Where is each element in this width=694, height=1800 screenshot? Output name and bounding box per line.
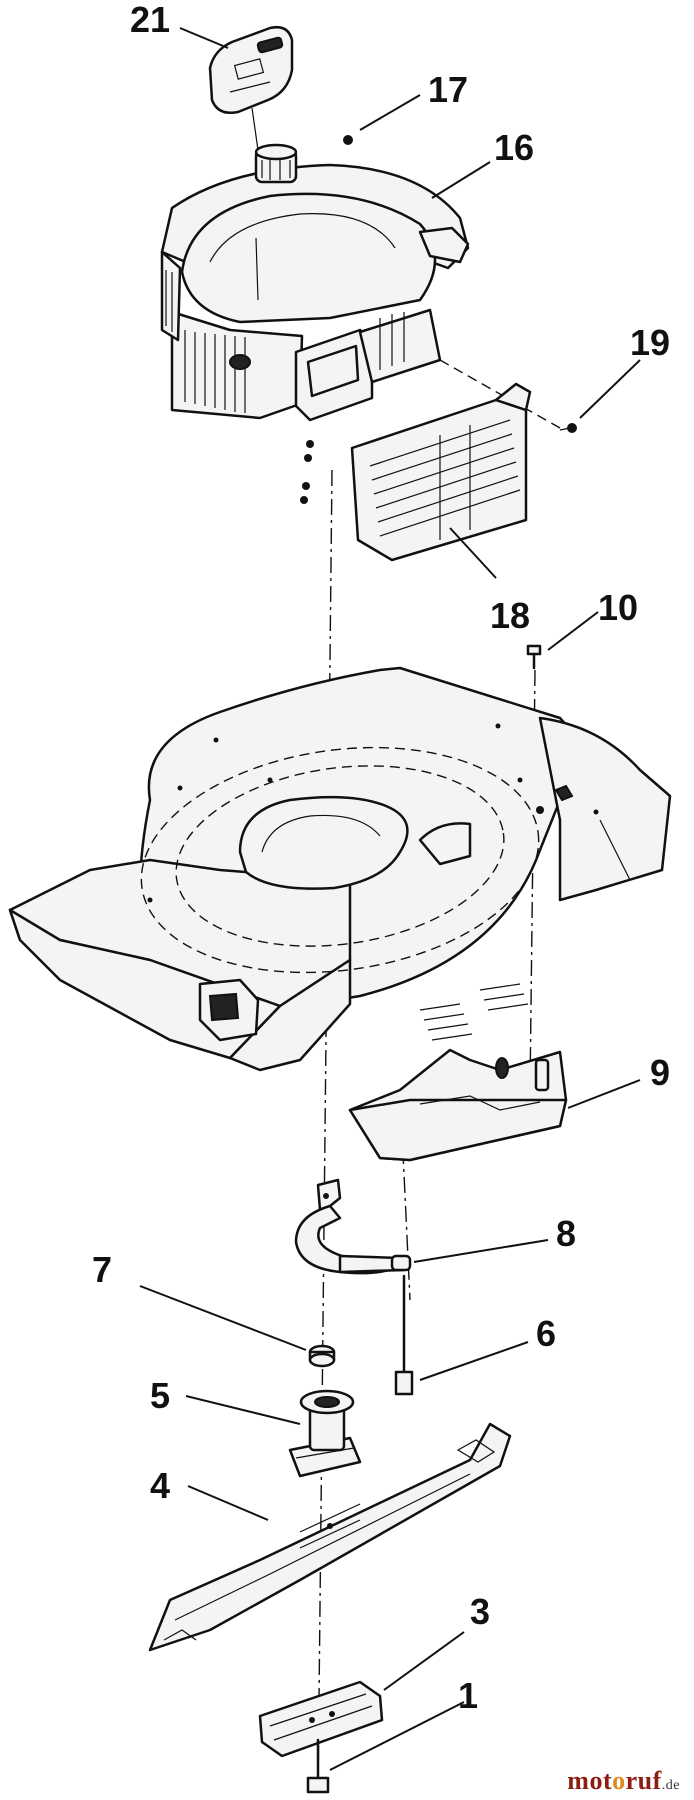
leader-8 [413,1239,549,1263]
callout-6: 6 [536,1313,556,1354]
leader-5 [185,1395,301,1425]
callout-8: 8 [556,1213,576,1254]
leader-7 [139,1285,307,1351]
leader-16 [431,161,491,199]
leader-19 [579,359,641,419]
part-18-grille [350,359,561,562]
engine-axis [317,469,333,1796]
leader-3 [383,1631,465,1691]
leader-4 [187,1485,269,1521]
callout-18: 18 [490,595,530,636]
watermark-o: o [612,1766,626,1795]
part-16-engine [160,107,470,504]
leader-9 [567,1079,641,1109]
part-5-adapter [288,1389,362,1478]
callout-1: 1 [458,1675,478,1716]
leader-10 [547,611,599,651]
part-17-plug [343,135,353,145]
part-3-clamp [258,1680,384,1758]
watermark-prefix: mot [567,1766,613,1795]
callout-5: 5 [150,1375,170,1416]
part-4-blade [148,1422,512,1652]
watermark-rest: ruf [625,1766,662,1795]
leader-1 [329,1701,465,1771]
watermark-suffix: .de [661,1778,680,1793]
part-8-bracket [294,1178,412,1275]
part-1-bolt [306,1738,330,1794]
callout-7: 7 [92,1249,112,1290]
part-10-bolt [526,644,542,670]
mower-deck [8,666,672,1072]
leader-17 [359,94,421,131]
callout-4: 4 [150,1465,170,1506]
leader-21 [179,27,229,49]
part-6-bolt [394,1274,414,1396]
leader-18 [449,527,497,579]
watermark-logo: motoruf.de [567,1766,680,1796]
callout-17: 17 [428,69,468,110]
callout-3: 3 [470,1591,490,1632]
callout-19: 19 [630,322,670,363]
leader-6 [419,1341,529,1381]
part-9-baffle [348,1048,568,1162]
part-19-screw [559,423,577,433]
callout-16: 16 [494,127,534,168]
callout-9: 9 [650,1052,670,1093]
part-21-decal [208,26,294,114]
part-7-nut [308,1344,336,1368]
callout-10: 10 [598,587,638,628]
callout-21: 21 [130,0,170,40]
